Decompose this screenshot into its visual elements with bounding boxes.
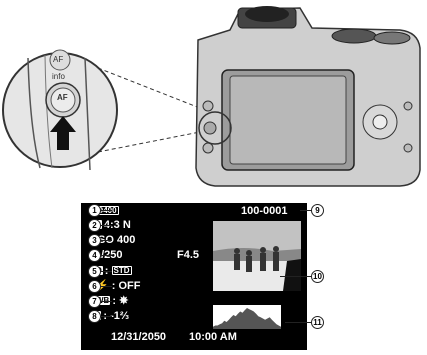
lcd-screen: Θ400 L4:3 N ISO 400 1/250 F4.5 100-0001 … bbox=[81, 203, 307, 350]
aperture-value: F4.5 bbox=[177, 249, 199, 262]
inset-top-label: AF bbox=[53, 55, 63, 64]
callout-3: 3 bbox=[88, 234, 101, 247]
callout-10: 10 bbox=[311, 270, 324, 283]
callout-1: 1 bbox=[88, 204, 101, 217]
callout-4: 4 bbox=[88, 249, 101, 262]
callout-6: 6 bbox=[88, 280, 101, 293]
callout-2: 2 bbox=[88, 219, 101, 232]
frame-number: 100-0001 bbox=[241, 205, 288, 218]
info-label: info bbox=[52, 72, 65, 81]
flash-value: OFF bbox=[118, 280, 140, 292]
std-badge: STD bbox=[112, 266, 132, 275]
exposure-comp-value: -1⅔ bbox=[110, 310, 129, 322]
date: 12/31/2050 bbox=[111, 331, 166, 344]
callout-11: 11 bbox=[311, 316, 324, 329]
callout-7: 7 bbox=[88, 295, 101, 308]
wb-fluorescent-icon: ✵ bbox=[119, 295, 128, 307]
histogram bbox=[213, 305, 281, 329]
callout-8: 8 bbox=[88, 310, 101, 323]
callout-5: 5 bbox=[88, 265, 101, 278]
time: 10:00 AM bbox=[189, 331, 237, 344]
camera-body bbox=[196, 6, 420, 186]
af-button-label: AF bbox=[57, 93, 68, 102]
photo-thumbnail bbox=[213, 221, 301, 291]
callout-9: 9 bbox=[311, 204, 324, 217]
